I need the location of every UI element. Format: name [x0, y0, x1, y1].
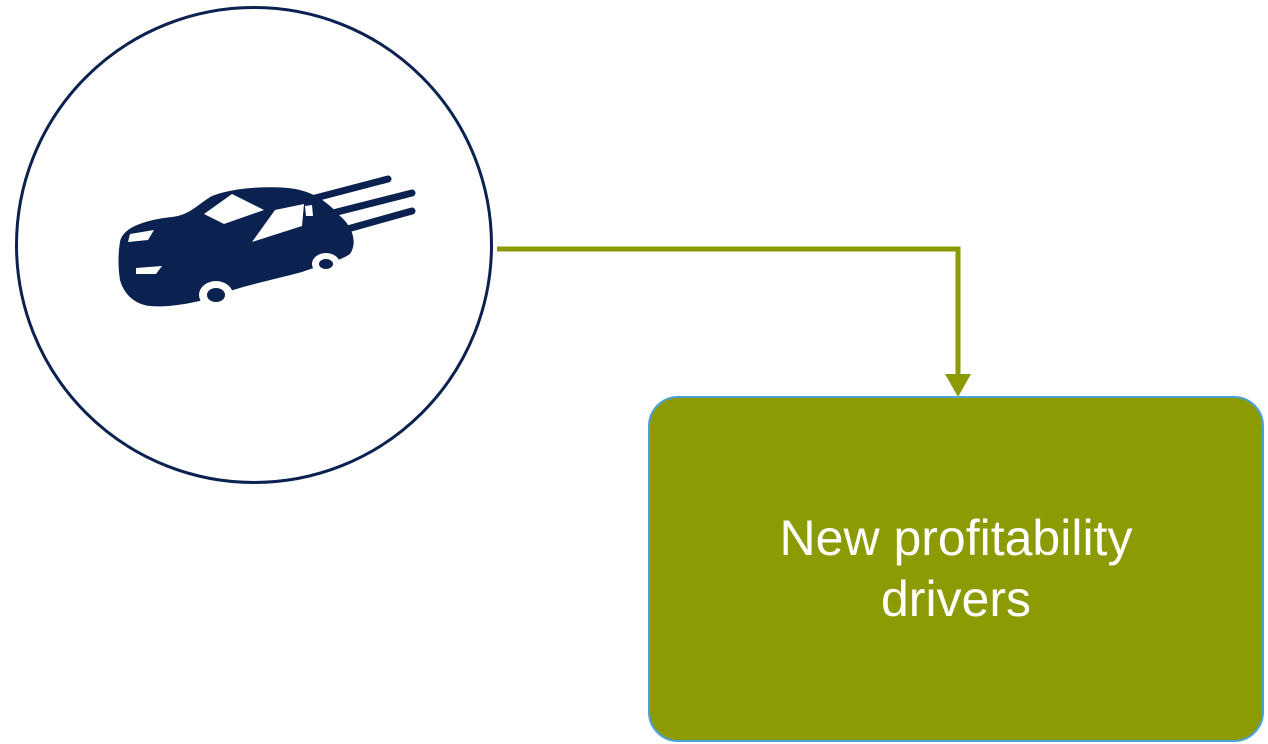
- box-label: New profitability drivers: [779, 510, 1133, 627]
- car-icon: [118, 175, 416, 309]
- profitability-drivers-box: New profitability drivers: [648, 396, 1264, 742]
